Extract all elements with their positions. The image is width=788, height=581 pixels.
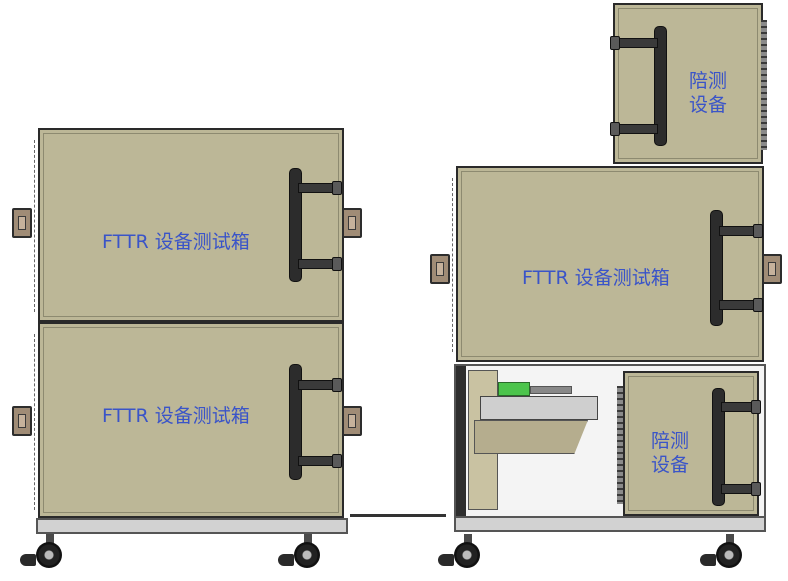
rack-device-cable [530,386,572,394]
right-middle-handle-icon [710,210,723,326]
rack-shelf-tray [474,420,588,454]
right-lower-auxiliary-label: 陪测 设备 [650,430,689,476]
left-top-hinge-strip [34,140,35,312]
right-lower-aux-handle-knob-lower [751,482,761,496]
left-bottom-handle-icon [289,364,302,480]
right-top-auxiliary-label: 陪测 设备 [688,70,727,116]
rack-device-green-module [498,382,530,396]
stack-connector-line [350,514,446,517]
rack-device-top-panel [480,396,598,420]
left-top-handle-icon [289,168,302,282]
right-stack: 陪测 设备 FTTR 设备测试箱 陪测 设备 [380,0,788,581]
left-top-left-latch-icon [12,208,32,238]
right-middle-handle-knob-lower [753,298,763,312]
right-rear-caster-icon [700,534,746,568]
left-bottom-handle-knob-lower [332,454,342,468]
left-top-right-latch-icon [342,208,362,238]
left-stack: FTTR 设备测试箱 FTTR 设备测试箱 [0,0,380,581]
left-bottom-right-latch-icon [342,406,362,436]
right-lower-aux-handle-knob-upper [751,400,761,414]
right-top-auxiliary-handle-icon [654,26,667,146]
right-lower-auxiliary-handle-icon [712,388,725,506]
right-top-auxiliary-heatsink [761,20,767,150]
right-lower-auxiliary-box: 陪测 设备 [623,371,759,516]
left-top-handle-knob-upper [332,181,342,195]
left-top-handle-knob-lower [332,257,342,271]
left-bottom-chamber-label: FTTR 设备测试箱 [102,405,250,427]
right-middle-handle-knob-upper [753,224,763,238]
right-lower-auxiliary-heatsink [617,386,623,504]
right-middle-left-latch-icon [430,254,450,284]
rack-left-post [456,366,466,516]
left-bottom-hinge-strip [34,334,35,510]
left-rear-caster-icon [278,534,324,568]
left-front-caster-icon [20,534,66,568]
left-cart-base [36,518,348,534]
left-top-chamber-label: FTTR 设备测试箱 [102,231,250,253]
right-cart-base [454,516,766,532]
right-front-caster-icon [438,534,484,568]
right-middle-hinge-strip [452,178,453,352]
left-bottom-handle-knob-upper [332,378,342,392]
left-bottom-left-latch-icon [12,406,32,436]
right-top-aux-handle-arm-upper [616,38,658,48]
right-top-aux-handle-knob-lower [610,122,620,136]
right-top-aux-handle-arm-lower [616,124,658,134]
right-middle-right-latch-icon [762,254,782,284]
right-top-auxiliary-box: 陪测 设备 [613,3,763,164]
right-middle-chamber-label: FTTR 设备测试箱 [522,267,670,289]
right-top-aux-handle-knob-upper [610,36,620,50]
